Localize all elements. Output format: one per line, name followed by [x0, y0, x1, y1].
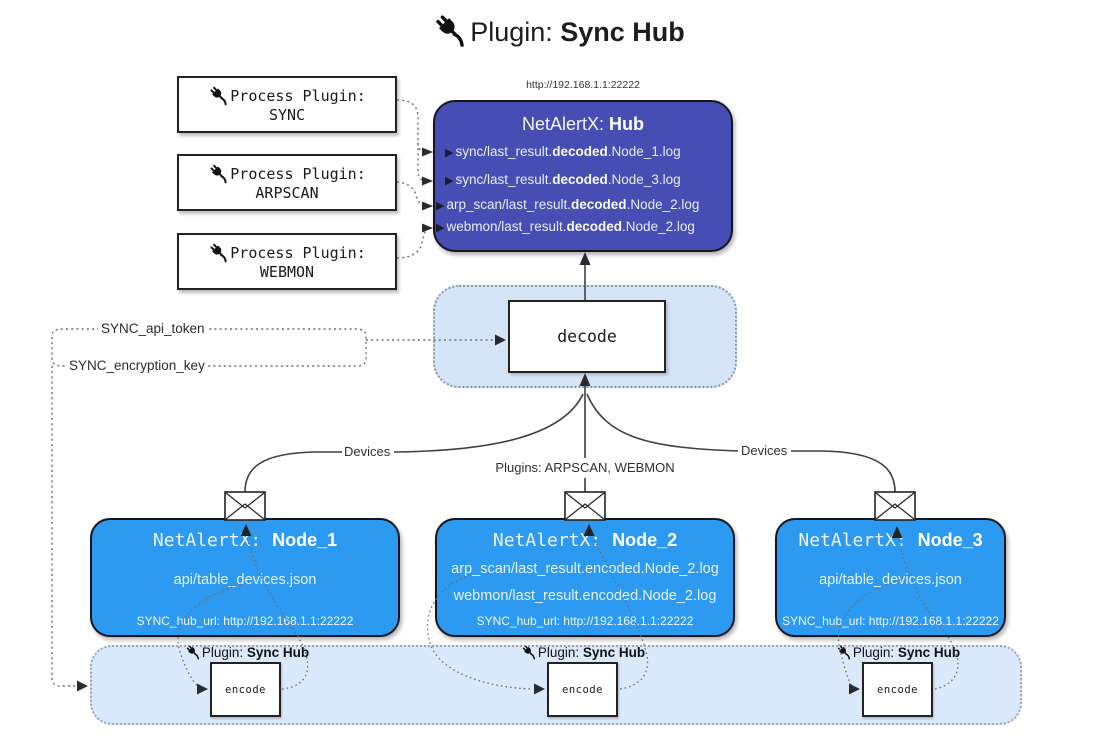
node-1-box: NetAlertX: Node_1 api/table_devices.json…: [90, 518, 400, 637]
process-plugin-sync: Process Plugin: SYNC: [177, 76, 397, 133]
setting-encryption-key: SYNC_encryption_key: [66, 358, 208, 373]
page-title: Plugin: Sync Hub: [0, 14, 1117, 48]
edge-label-devices-right: Devices: [741, 443, 788, 458]
arrowhead-right: [422, 201, 433, 211]
encode-box-1: encode: [210, 662, 281, 717]
arrow-right-icon: ▶: [445, 147, 454, 159]
hub-box: NetAlertX: Hub ▶sync/last_result.decoded…: [433, 100, 733, 252]
node-file: arp_scan/last_result.encoded.Node_2.log: [451, 561, 719, 577]
node-title: NetAlertX: Node_3: [798, 530, 983, 551]
process-plugin-name: WEBMON: [259, 262, 315, 281]
encode-plugin-label: Plugin: Sync Hub: [808, 645, 988, 660]
node-hub-url: SYNC_hub_url: http://192.168.1.1:22222: [476, 614, 694, 628]
envelope-icon: [564, 491, 606, 521]
encode-box-3: encode: [862, 662, 933, 717]
hub-log-line: ▶arp_scan/last_result.decoded.Node_2.log: [436, 197, 700, 212]
arrowhead-right: [422, 147, 433, 157]
plug-icon: [208, 164, 228, 184]
encode-plugin-label: Plugin: Sync Hub: [493, 645, 673, 660]
arrow-right-icon: ▶: [436, 222, 445, 234]
process-plugin-name: ARPSCAN: [255, 183, 319, 202]
title-name: Sync Hub: [560, 17, 685, 47]
node-hub-url: SYNC_hub_url: http://192.168.1.1:22222: [136, 614, 354, 628]
process-plugin-label: Process Plugin:: [230, 164, 366, 183]
edge-label-plugins: Plugins: ARPSCAN, WEBMON: [495, 460, 675, 475]
arrowhead-up: [579, 252, 591, 265]
envelope-icon: [874, 491, 916, 521]
arrow-right-icon: ▶: [436, 200, 445, 212]
hub-url-label: http://192.168.1.1:22222: [526, 79, 640, 91]
encode-box-2: encode: [547, 662, 618, 717]
plug-icon: [208, 86, 228, 106]
node-hub-url: SYNC_hub_url: http://192.168.1.1:22222: [782, 614, 999, 628]
title-prefix: Plugin:: [470, 17, 553, 47]
node-title: NetAlertX: Node_2: [492, 530, 678, 551]
node-title: NetAlertX: Node_1: [152, 530, 338, 551]
process-plugin-label: Process Plugin:: [230, 243, 366, 262]
process-plugin-webmon: Process Plugin: WEBMON: [177, 233, 397, 290]
envelope-icon: [224, 491, 266, 521]
edge-plugins-to-hub: [396, 99, 429, 259]
process-plugin-name: SYNC: [268, 105, 306, 124]
process-plugin-label: Process Plugin:: [230, 86, 366, 105]
node-file: api/table_devices.json: [173, 572, 317, 588]
hub-log-line: ▶webmon/last_result.decoded.Node_2.log: [436, 219, 695, 234]
hub-title: NetAlertX: Hub: [521, 114, 645, 134]
node-file: api/table_devices.json: [819, 572, 962, 588]
hub-log-line: ▶sync/last_result.decoded.Node_1.log: [445, 144, 681, 159]
node-file: webmon/last_result.encoded.Node_2.log: [453, 588, 717, 604]
encode-plugin-label: Plugin: Sync Hub: [157, 645, 337, 660]
decode-box: decode: [508, 300, 666, 373]
plug-icon: [208, 243, 228, 263]
edge-nodes-to-decode: [244, 386, 896, 493]
arrowhead-right: [422, 176, 433, 186]
plug-icon: [185, 645, 200, 660]
plug-icon: [521, 645, 536, 660]
arrowhead-right: [77, 680, 88, 692]
arrowhead-right: [422, 223, 433, 233]
node-3-box: NetAlertX: Node_3 api/table_devices.json…: [775, 518, 1006, 637]
node-2-box: NetAlertX: Node_2 arp_scan/last_result.e…: [435, 518, 735, 637]
process-plugin-arpscan: Process Plugin: ARPSCAN: [177, 154, 397, 211]
edge-label-devices-left: Devices: [344, 444, 391, 459]
setting-api-token: SYNC_api_token: [98, 321, 208, 336]
arrow-right-icon: ▶: [445, 175, 454, 187]
plug-icon: [432, 14, 466, 48]
plug-icon: [836, 645, 851, 660]
hub-log-line: ▶sync/last_result.decoded.Node_3.log: [445, 172, 681, 187]
